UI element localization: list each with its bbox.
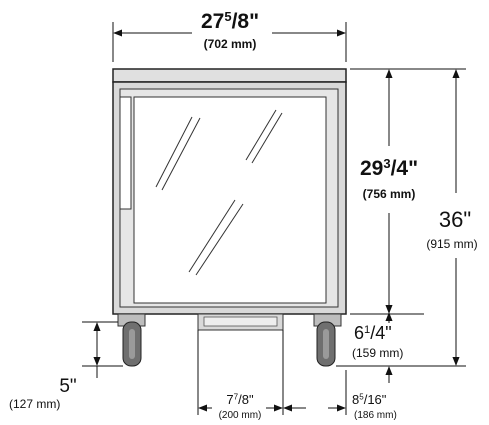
right-caster-hub <box>323 329 329 359</box>
center-width-metric: (200 mm) <box>218 410 262 421</box>
cabinet <box>112 68 347 315</box>
center-width-whole: 7 <box>226 392 234 407</box>
cabinet-height-whole: 29 <box>359 157 384 180</box>
kick-plate-inner <box>203 316 278 327</box>
overall-height-metric: (915 mm) <box>426 237 478 251</box>
side-offset-rest: /16" <box>363 392 387 407</box>
caster-offset-whole: 6 <box>354 323 365 343</box>
center-width-label: 77/8" <box>210 393 270 406</box>
left-caster-hub <box>129 329 135 359</box>
side-offset-metric: (186 mm) <box>354 410 397 421</box>
overall-width-whole: 27 <box>200 10 225 33</box>
center-width-frac: 7 <box>233 392 239 402</box>
cabinet-height-metric: (756 mm) <box>362 187 416 201</box>
caster-offset-frac: 1 <box>364 323 371 336</box>
side-offset-label: 85/16" <box>352 393 386 406</box>
caster-height-metric: (127 mm) <box>9 397 61 411</box>
side-offset-frac: 5 <box>359 392 364 402</box>
overall-height-label: 36" <box>438 207 472 232</box>
overall-width-metric: (702 mm) <box>203 37 257 51</box>
base <box>117 313 342 367</box>
cabinet-height-rest: /4" <box>390 157 419 180</box>
side-offset-whole: 8 <box>352 392 360 407</box>
cabinet-top-cap <box>112 68 347 83</box>
cabinet-height-frac: 3 <box>383 155 391 171</box>
center-width-rest: /8" <box>238 392 254 407</box>
glass-reflection-lines <box>155 109 283 276</box>
caster-offset-metric: (159 mm) <box>352 346 404 360</box>
overall-width-label: 275/8" <box>174 8 286 33</box>
caster-height-label: 5" <box>59 376 77 397</box>
caster-offset-rest: /4" <box>370 323 392 343</box>
overall-width-frac: 5 <box>224 8 232 24</box>
overall-width-rest: /8" <box>231 10 260 33</box>
dimension-lines <box>82 22 466 415</box>
glass-door-panel <box>133 96 327 304</box>
caster-offset-label: 61/4" <box>354 324 392 342</box>
cabinet-height-label: 293/4" <box>346 155 432 180</box>
door-handle <box>119 96 132 210</box>
